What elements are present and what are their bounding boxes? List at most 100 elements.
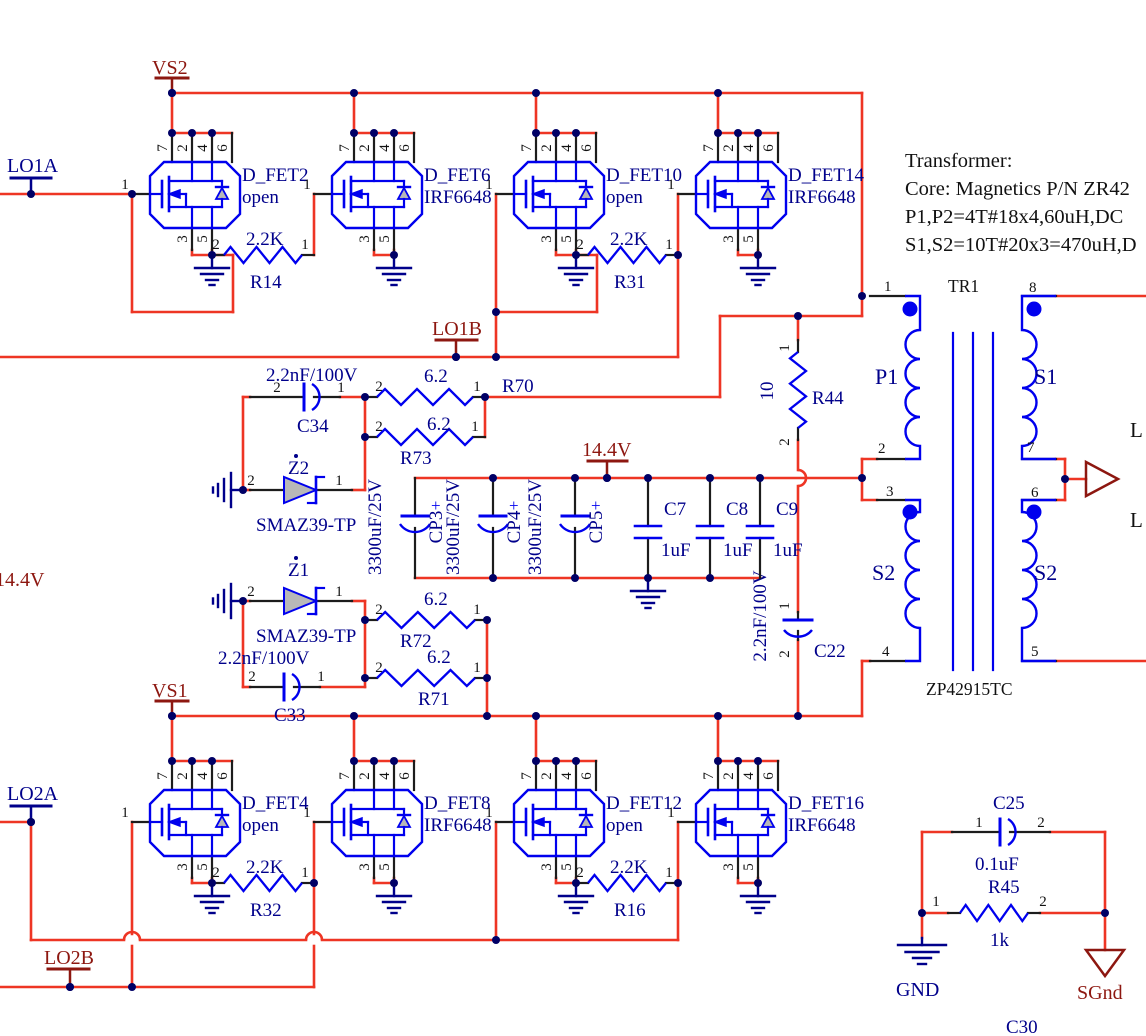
fet-value[interactable]: IRF6648 xyxy=(424,187,492,208)
fet-designator[interactable]: D_FET16 xyxy=(788,793,864,814)
transformer-designator[interactable]: TR1 xyxy=(948,276,979,296)
capacitor-value[interactable]: 1uF xyxy=(661,540,691,561)
capacitor-value[interactable]: 3300uF/25V xyxy=(525,479,546,575)
resistor-value[interactable]: 6.2 xyxy=(424,366,448,387)
fet-pin-number: 6 xyxy=(397,144,413,152)
capacitor-designator[interactable]: C9 xyxy=(776,499,798,520)
capacitor-designator[interactable]: CP3 xyxy=(426,511,447,544)
fet-value[interactable]: open xyxy=(242,815,279,836)
junction-dot xyxy=(571,574,579,582)
capacitor-value[interactable]: 2.2nF/100V xyxy=(750,570,771,662)
zener-value[interactable]: SMAZ39-TP xyxy=(256,626,356,647)
fet-body-D_FET6[interactable] xyxy=(330,160,424,230)
capacitor-designator[interactable]: C8 xyxy=(726,499,748,520)
capacitor-designator[interactable]: CP4 xyxy=(504,510,525,543)
capacitor-designator[interactable]: CP5 xyxy=(586,511,607,544)
capacitor-value[interactable]: 1uF xyxy=(723,540,753,561)
resistor-designator[interactable]: R31 xyxy=(614,272,646,293)
resistor-designator[interactable]: R73 xyxy=(400,448,432,469)
fet-pin-number: 7 xyxy=(701,144,717,152)
fet-value[interactable]: open xyxy=(606,187,643,208)
capacitor-value[interactable]: 1uF xyxy=(773,540,803,561)
resistor-designator[interactable]: R44 xyxy=(812,388,844,409)
transformer-part-number[interactable]: ZP42915TC xyxy=(926,679,1013,699)
resistor-designator[interactable]: R72 xyxy=(400,631,432,652)
fet-designator[interactable]: D_FET12 xyxy=(606,793,682,814)
fet-value[interactable]: IRF6648 xyxy=(788,187,856,208)
zener-designator[interactable]: Z2 xyxy=(288,458,309,479)
resistor-value[interactable]: 2.2K xyxy=(610,229,648,250)
capacitor-value[interactable]: 2.2nF/100V xyxy=(266,365,358,386)
capacitor-plate xyxy=(311,382,321,412)
fet-body-D_FET2[interactable] xyxy=(148,160,242,230)
resistor-designator[interactable]: R32 xyxy=(250,900,282,921)
zener-designator[interactable]: Z1 xyxy=(288,560,309,581)
resistor-pin-number: 1 xyxy=(473,602,481,618)
fet-body-D_FET16[interactable] xyxy=(694,788,788,858)
resistor-value[interactable]: 2.2K xyxy=(610,857,648,878)
net-label-VS2[interactable]: VS2 xyxy=(152,57,188,79)
zener-diode-icon[interactable] xyxy=(283,586,319,616)
capacitor-designator[interactable]: C22 xyxy=(814,641,846,662)
resistor-value[interactable]: 6.2 xyxy=(424,589,448,610)
fet-value[interactable]: open xyxy=(606,815,643,836)
fet-value[interactable]: IRF6648 xyxy=(788,815,856,836)
resistor-value[interactable]: 1k xyxy=(990,930,1010,951)
capacitor-value[interactable]: 2.2nF/100V xyxy=(218,648,310,669)
zener-diode-icon[interactable] xyxy=(283,475,319,505)
fet-designator[interactable]: D_FET8 xyxy=(424,793,491,814)
transformer-winding xyxy=(1020,294,1056,461)
fet-pin-number: 4 xyxy=(377,144,393,152)
fet-body-diode-icon xyxy=(760,814,776,828)
fet-designator[interactable]: D_FET4 xyxy=(242,793,309,814)
resistor-value[interactable]: 2.2K xyxy=(246,857,284,878)
capacitor-designator[interactable]: C7 xyxy=(664,499,686,520)
fet-body-D_FET14[interactable] xyxy=(694,160,788,230)
resistor-R72 xyxy=(376,610,476,630)
fet-body-D_FET12[interactable] xyxy=(512,788,606,858)
resistor-designator[interactable]: R16 xyxy=(614,900,646,921)
resistor-value[interactable]: 10 xyxy=(757,382,778,401)
resistor-pin-number: 2 xyxy=(212,237,220,253)
capacitor-designator[interactable]: C34 xyxy=(297,416,329,437)
zener-pin-number: 2 xyxy=(247,473,255,489)
net-label-VS1[interactable]: VS1 xyxy=(152,680,188,702)
fet-designator[interactable]: D_FET10 xyxy=(606,165,682,186)
net-label-LO2B[interactable]: LO2B xyxy=(44,947,94,969)
fet-value[interactable]: IRF6648 xyxy=(424,815,492,836)
fet-body-D_FET8[interactable] xyxy=(330,788,424,858)
zener-value[interactable]: SMAZ39-TP xyxy=(256,515,356,536)
net-label-LO1A[interactable]: LO1A xyxy=(7,155,59,177)
resistor-value[interactable]: 6.2 xyxy=(427,647,451,668)
junction-dot xyxy=(492,308,500,316)
capacitor-value[interactable]: 3300uF/25V xyxy=(443,479,464,575)
resistor-designator[interactable]: R70 xyxy=(502,376,534,397)
fet-pin-number: 5 xyxy=(741,235,757,243)
fet-pin-number: 5 xyxy=(195,235,211,243)
net-label-14.4V[interactable]: 14.4V xyxy=(582,439,632,461)
fet-designator[interactable]: D_FET6 xyxy=(424,165,491,186)
capacitor-plate xyxy=(291,672,301,702)
fet-body-D_FET4[interactable] xyxy=(148,788,242,858)
junction-dot xyxy=(858,474,866,482)
junction-dot xyxy=(489,574,497,582)
fet-designator[interactable]: D_FET14 xyxy=(788,165,865,186)
resistor-designator[interactable]: R71 xyxy=(418,689,450,710)
net-label-LO2A[interactable]: LO2A xyxy=(7,783,59,805)
capacitor-value[interactable]: 3300uF/25V xyxy=(365,479,386,575)
resistor-value[interactable]: 6.2 xyxy=(427,414,451,435)
fet-value[interactable]: open xyxy=(242,187,279,208)
resistor-value[interactable]: 2.2K xyxy=(246,229,284,250)
resistor-designator[interactable]: R14 xyxy=(250,272,282,293)
capacitor-designator[interactable]: C25 xyxy=(993,793,1025,814)
net-label-14.4V[interactable]: 14.4V xyxy=(0,569,45,591)
fet-body-D_FET10[interactable] xyxy=(512,160,606,230)
net-label-LO1B[interactable]: LO1B xyxy=(432,318,482,340)
capacitor-designator[interactable]: C33 xyxy=(274,705,306,726)
resistor-designator[interactable]: R45 xyxy=(988,877,1020,898)
capacitor-value[interactable]: 0.1uF xyxy=(975,854,1019,875)
offpage-connector-icon[interactable] xyxy=(1084,459,1121,499)
fet-designator[interactable]: D_FET2 xyxy=(242,165,309,186)
transformer-pin-number: 7 xyxy=(1027,440,1035,456)
